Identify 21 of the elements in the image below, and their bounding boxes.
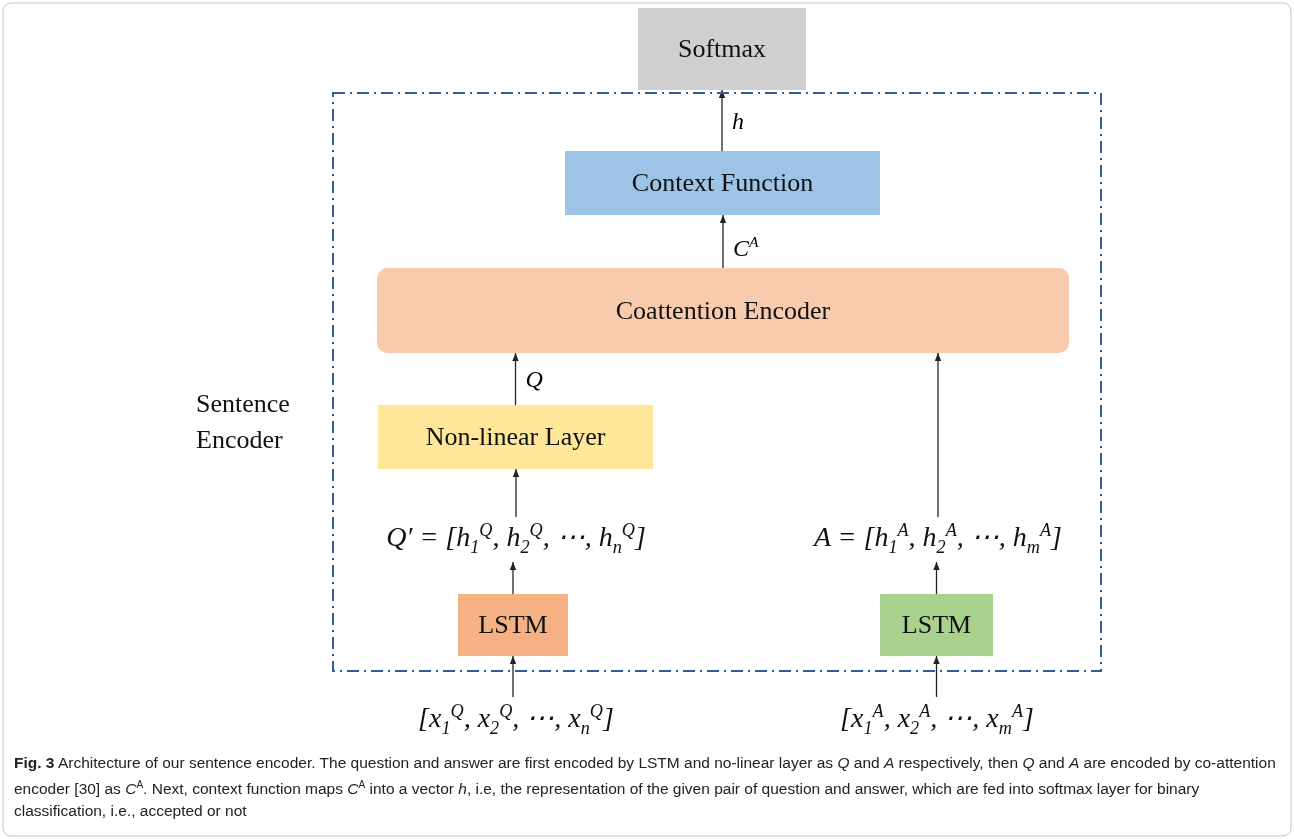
formula-text: Q′ = [h$_{1}$$^{Q}$, h$_{2}$$^{Q}$, ⋯, h$_{n}$$^{Q}$]	[386, 519, 646, 558]
group-heading: Sentence Encoder	[196, 388, 291, 456]
arrow	[512, 352, 519, 408]
arrow	[509, 561, 517, 597]
input-formula: [x$_{1}$$^{A}$, x$_{2}$$^{A}$, ⋯, x$_{m}$$^{A}$]	[840, 701, 1034, 739]
arrow	[719, 214, 727, 271]
process-box: LSTM	[880, 594, 993, 656]
input-formula: [x$_{1}$$^{Q}$, x$_{2}$$^{Q}$, ⋯, x$_{n}$$^{Q}$]	[418, 701, 614, 739]
process-box: Non-linear Layer	[378, 405, 653, 469]
arrow	[933, 561, 940, 597]
output-box: Softmax	[638, 8, 806, 90]
arrow	[933, 655, 940, 698]
figure-caption: Fig. 3 Architecture of our sentence encoder. The question and answer are first encoded by LSTM and no-linear layer as Q and A respectively, then Q and A are encoded by co-attention encoder [30] as C$^{A}$. Next, context function maps C$^{A}$ into a vector h, i.e, the representation of the given pair of question and answer, which are fed into softmax layer for binary classification, i.e., accepted or not	[14, 753, 1277, 822]
process-box: Context Function	[565, 151, 880, 215]
arrow	[934, 352, 942, 518]
arrow	[718, 89, 726, 154]
formula-text: A = [h$_{1}$$^{A}$, h$_{2}$$^{A}$, ⋯, h$_{m}$$^{A}$]	[814, 519, 1062, 558]
process-box: LSTM	[458, 594, 568, 656]
arrow	[509, 655, 517, 698]
arrow	[512, 468, 520, 518]
process-box: Coattention Encoder	[377, 268, 1069, 353]
